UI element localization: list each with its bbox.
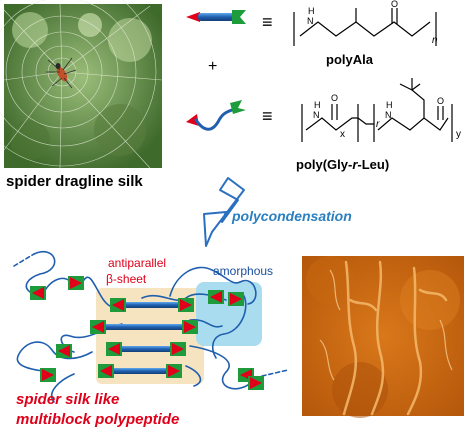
beta-strand xyxy=(110,298,194,312)
amorphous-label: amorphous xyxy=(213,264,274,278)
spider-web-photo xyxy=(0,0,163,169)
polycondensation-label: polycondensation xyxy=(232,208,352,224)
polyglyleu-label-suffix: -Leu) xyxy=(357,157,390,172)
beta-strand xyxy=(106,342,186,356)
polyglyleu-structure xyxy=(301,78,453,142)
atom-h: H xyxy=(308,6,315,16)
equivalence-symbol-ala: ≡ xyxy=(262,12,273,32)
atom-n: N xyxy=(307,16,314,26)
amorphous-region xyxy=(196,282,262,346)
ala-monomer-icon xyxy=(186,10,246,24)
product-caption-line2: multiblock polypeptide xyxy=(16,411,180,428)
afm-image xyxy=(302,256,464,418)
polyala-structure xyxy=(293,8,437,46)
polyala-label: polyAla xyxy=(326,52,373,67)
atom-o: O xyxy=(331,93,339,103)
beta-sheet-label: β-sheet xyxy=(106,272,147,286)
chain-end-markers xyxy=(30,276,264,390)
plus-sign: + xyxy=(208,58,218,75)
atom-h: H xyxy=(386,100,393,110)
beta-strand xyxy=(90,320,198,334)
atom-n: N xyxy=(385,110,392,120)
random-subscript-r: r xyxy=(376,119,380,130)
photo-caption: spider dragline silk xyxy=(6,173,143,190)
gly-subscript-x: x xyxy=(340,129,345,140)
leu-subscript-y: y xyxy=(456,129,461,140)
polyglyleu-label-prefix: poly(Gly- xyxy=(296,157,353,172)
product-caption-line1: spider silk like xyxy=(16,391,120,408)
polycondensation-arrow xyxy=(203,177,245,247)
polyglyleu-label-random: r xyxy=(352,157,358,172)
polyglyleu-label: poly(Gly-r-Leu) xyxy=(296,157,389,172)
equivalence-symbol-glyleu: ≡ xyxy=(262,106,273,126)
polyala-repeat-subscript: n xyxy=(432,35,438,46)
atom-n: N xyxy=(313,110,320,120)
spider-icon xyxy=(46,57,77,89)
atom-o: O xyxy=(391,0,399,9)
antiparallel-label: antiparallel xyxy=(108,256,167,270)
atom-o: O xyxy=(437,96,445,106)
glyleu-monomer-icon xyxy=(186,100,246,131)
atom-h: H xyxy=(314,100,321,110)
beta-sheet-strands xyxy=(90,298,198,378)
beta-strand xyxy=(98,364,182,378)
